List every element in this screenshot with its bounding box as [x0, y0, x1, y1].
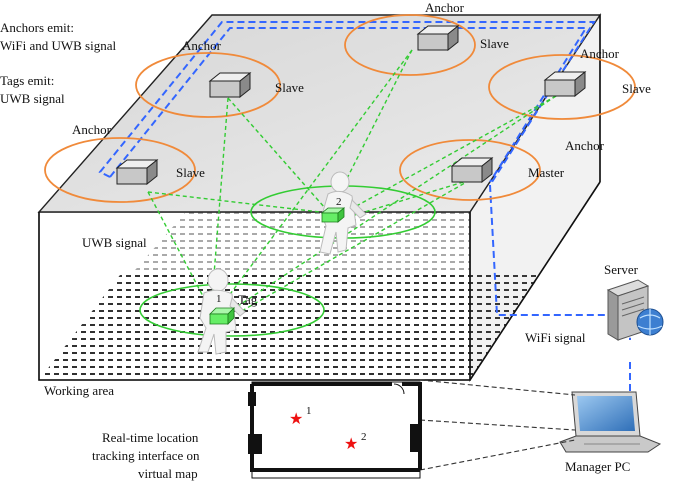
anchor-device-4 [115, 158, 159, 186]
map-marker-1-number: 1 [306, 405, 312, 417]
tag-number-2: 2 [336, 196, 342, 208]
anchor-role-label-2: Slave [275, 80, 304, 95]
anchor-role-label-1: Slave [480, 36, 509, 51]
working-area-label: Working area [44, 383, 114, 398]
person-2-figure [319, 171, 367, 255]
anchor-title-5: Anchor [565, 138, 605, 153]
map-marker-2-star: ★ [344, 436, 358, 453]
map-laptop-connectors [419, 379, 576, 471]
anchor-device-5 [450, 156, 494, 184]
anchor-title-2: Anchor [182, 38, 222, 53]
note-anchors-emit-line2: WiFi and UWB signal [0, 38, 116, 53]
anchor-title-3: Anchor [580, 46, 620, 61]
map-caption-line1: Real-time location [102, 430, 199, 445]
tag-number-1: 1 [216, 293, 222, 305]
tag-device-2 [320, 207, 346, 223]
uwb-signal-label: UWB signal [82, 235, 147, 250]
map-caption-line2: tracking interface on [92, 448, 200, 463]
note-anchors-emit-line1: Anchors emit: [0, 20, 74, 35]
manager-pc-label: Manager PC [565, 459, 630, 474]
server-icon [606, 279, 664, 341]
anchor-ellipse-1 [344, 14, 476, 76]
uwb-signal-lines [147, 49, 557, 313]
anchor-ellipse-3 [488, 54, 636, 120]
anchor-ellipse-4 [44, 137, 196, 203]
anchor-title-1: Anchor [425, 0, 465, 15]
anchor-title-4: Anchor [72, 122, 112, 137]
anchor-device-3 [543, 70, 587, 98]
map-caption-line3: virtual map [138, 466, 198, 481]
map-marker-2-number: 2 [361, 431, 367, 443]
note-tags-emit-line2: UWB signal [0, 91, 65, 106]
anchor-role-label-3: Slave [622, 81, 651, 96]
server-label: Server [604, 262, 639, 277]
tag-device-1 [209, 307, 235, 325]
anchor-device-2 [208, 71, 252, 99]
anchor-device-1 [416, 24, 460, 52]
anchor-role-label-4: Slave [176, 165, 205, 180]
virtual-map: ★ 1 ★ 2 [248, 381, 422, 479]
anchor-ellipse-2 [135, 52, 281, 118]
anchor-role-label-5: Master [528, 165, 565, 180]
anchor-coverage-ellipses [44, 14, 636, 203]
anchor-ellipse-5 [399, 139, 541, 201]
tag-label: Tag [238, 292, 258, 307]
note-tags-emit-line1: Tags emit: [0, 73, 54, 88]
map-marker-1-star: ★ [289, 411, 303, 428]
tag-ellipse-1 [139, 283, 325, 337]
laptop-icon [559, 391, 662, 453]
anchor-devices [115, 24, 587, 186]
wifi-signal-label: WiFi signal [525, 330, 586, 345]
